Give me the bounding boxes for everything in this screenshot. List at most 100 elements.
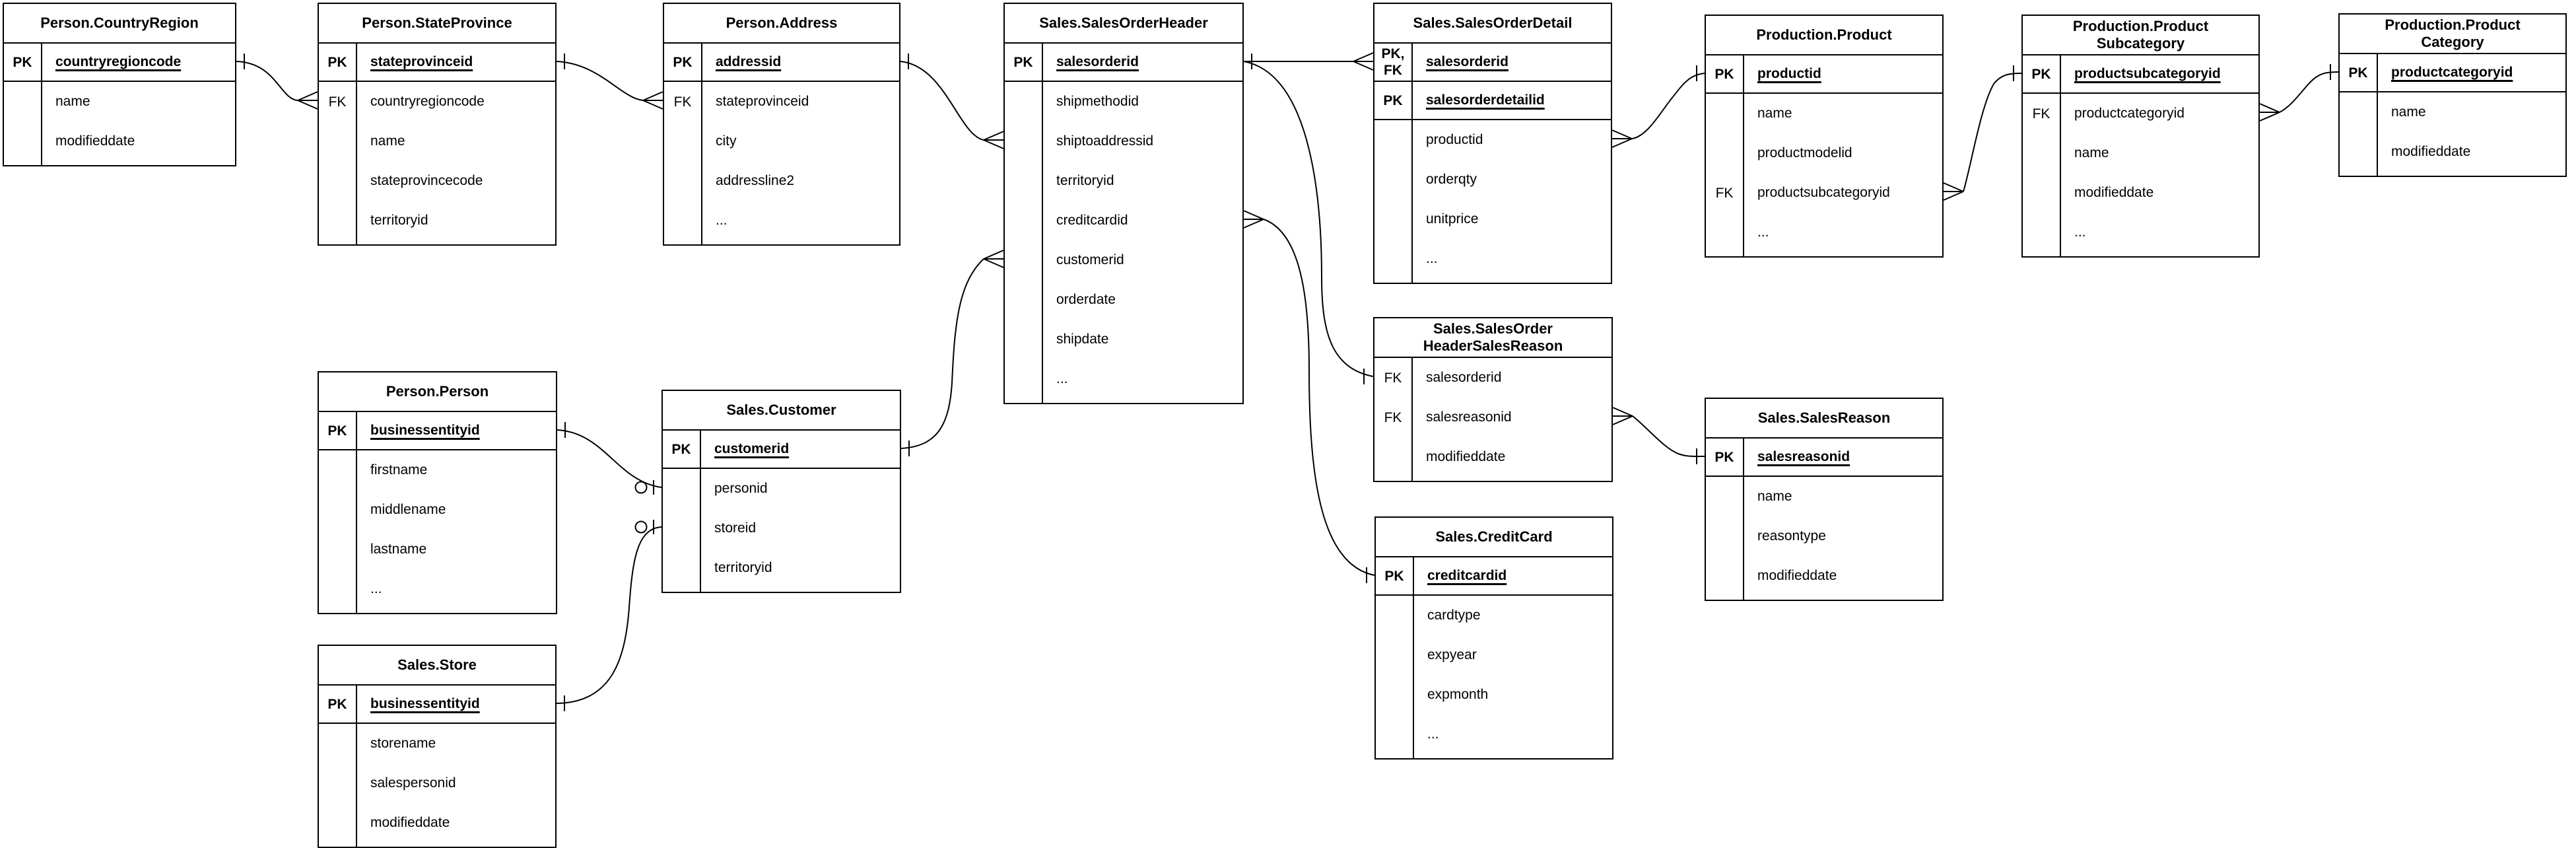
field-name [1411, 477, 1611, 481]
zero-or-one-icon [634, 520, 654, 534]
key-badge-label: PK [1714, 449, 1734, 465]
field-name: countryregioncode [356, 82, 555, 122]
key-badge [664, 122, 701, 161]
entity-title-label: Production.Product Category [2385, 17, 2521, 50]
table-bottom-spacer [664, 240, 899, 244]
key-badge [1005, 161, 1042, 201]
primary-key-field: stateprovinceid [356, 44, 555, 81]
key-badge [2340, 172, 2377, 176]
field-name-label: productid [1757, 66, 1821, 81]
primary-key-field: businessentityid [356, 412, 556, 449]
field-name: ... [1743, 213, 1942, 252]
key-badge [1376, 596, 1413, 635]
key-badge [1376, 715, 1413, 754]
primary-key-field: salesorderid [1042, 44, 1242, 81]
relation-productsubcategory-product-line [1963, 73, 2022, 192]
entity-title-label: Person.Address [726, 15, 838, 31]
field-name-label: shiptoaddressid [1056, 133, 1154, 149]
crow-foot-icon [297, 91, 318, 110]
attribute-row: name [1706, 94, 1942, 133]
key-badge [1706, 516, 1743, 556]
entity-title: Person.StateProvince [319, 4, 555, 44]
entity-title-label: Sales.CreditCard [1435, 528, 1553, 545]
attribute-row: modifieddate [1706, 556, 1942, 596]
key-badge-label: PK [671, 441, 691, 457]
key-badge-label: FK [2032, 106, 2051, 122]
field-name: addressline2 [701, 161, 899, 201]
relation-store-customer-line [556, 526, 662, 704]
field-name: creditcardid [1042, 201, 1242, 240]
field-name [2377, 172, 2565, 176]
field-name-label: expyear [1427, 647, 1477, 662]
entity-title-label: Person.Person [386, 383, 489, 400]
relation-address-salesorderheader-line [900, 61, 984, 141]
field-name: name [1743, 477, 1942, 516]
key-badge [663, 509, 700, 548]
field-name: modifieddate [1743, 556, 1942, 596]
field-name: productcategoryid [2060, 94, 2258, 133]
entity-title: Production.Product [1706, 16, 1942, 55]
field-name: shipdate [1042, 320, 1242, 359]
key-badge [2340, 92, 2377, 132]
attribute-row: productid [1374, 120, 1611, 160]
relation-productcategory-productsubcategory-line [2279, 71, 2339, 113]
table-bottom-spacer [1376, 754, 1612, 758]
relation-product-salesorderdetail-line [1631, 73, 1705, 139]
key-badge [1376, 754, 1413, 758]
attribute-row: ... [664, 201, 899, 240]
field-name-label: name [2391, 104, 2426, 120]
attribute-row: ... [319, 569, 556, 609]
field-name-label: salesorderid [1426, 370, 1502, 385]
field-name-label: ... [370, 581, 382, 596]
key-badge [1005, 240, 1042, 280]
crow-foot-icon [1353, 52, 1374, 71]
key-badge-label: PK [327, 54, 347, 70]
primary-key-field: countryregioncode [41, 44, 235, 81]
attribute-row: salespersonid [319, 763, 555, 803]
attribute-row: name [319, 122, 555, 161]
field-name-label: expmonth [1427, 687, 1489, 702]
attribute-row: name [2340, 92, 2565, 132]
key-badge-label: PK [1714, 66, 1734, 82]
table-bottom-spacer [4, 161, 235, 165]
key-badge [1005, 201, 1042, 240]
field-name: salespersonid [356, 763, 555, 803]
key-badge: FK [319, 82, 356, 122]
field-name: modifieddate [41, 122, 235, 161]
field-name-label: name [2074, 145, 2109, 160]
field-name-label: creditcardid [1056, 213, 1128, 228]
key-badge: PK [319, 412, 356, 449]
attribute-row: PK productid [1706, 55, 1942, 94]
field-name: modifieddate [1411, 437, 1611, 477]
attribute-row: firstname [319, 450, 556, 490]
field-name-label: creditcardid [1427, 568, 1507, 583]
field-name-label: addressline2 [716, 173, 795, 188]
field-name-label: territoryid [1056, 173, 1114, 188]
entity-title: Person.CountryRegion [4, 4, 235, 44]
field-name-label: territoryid [714, 560, 772, 575]
key-badge-label: PK, FK [1381, 46, 1405, 78]
key-badge: PK [1706, 439, 1743, 476]
key-badge [2340, 132, 2377, 172]
